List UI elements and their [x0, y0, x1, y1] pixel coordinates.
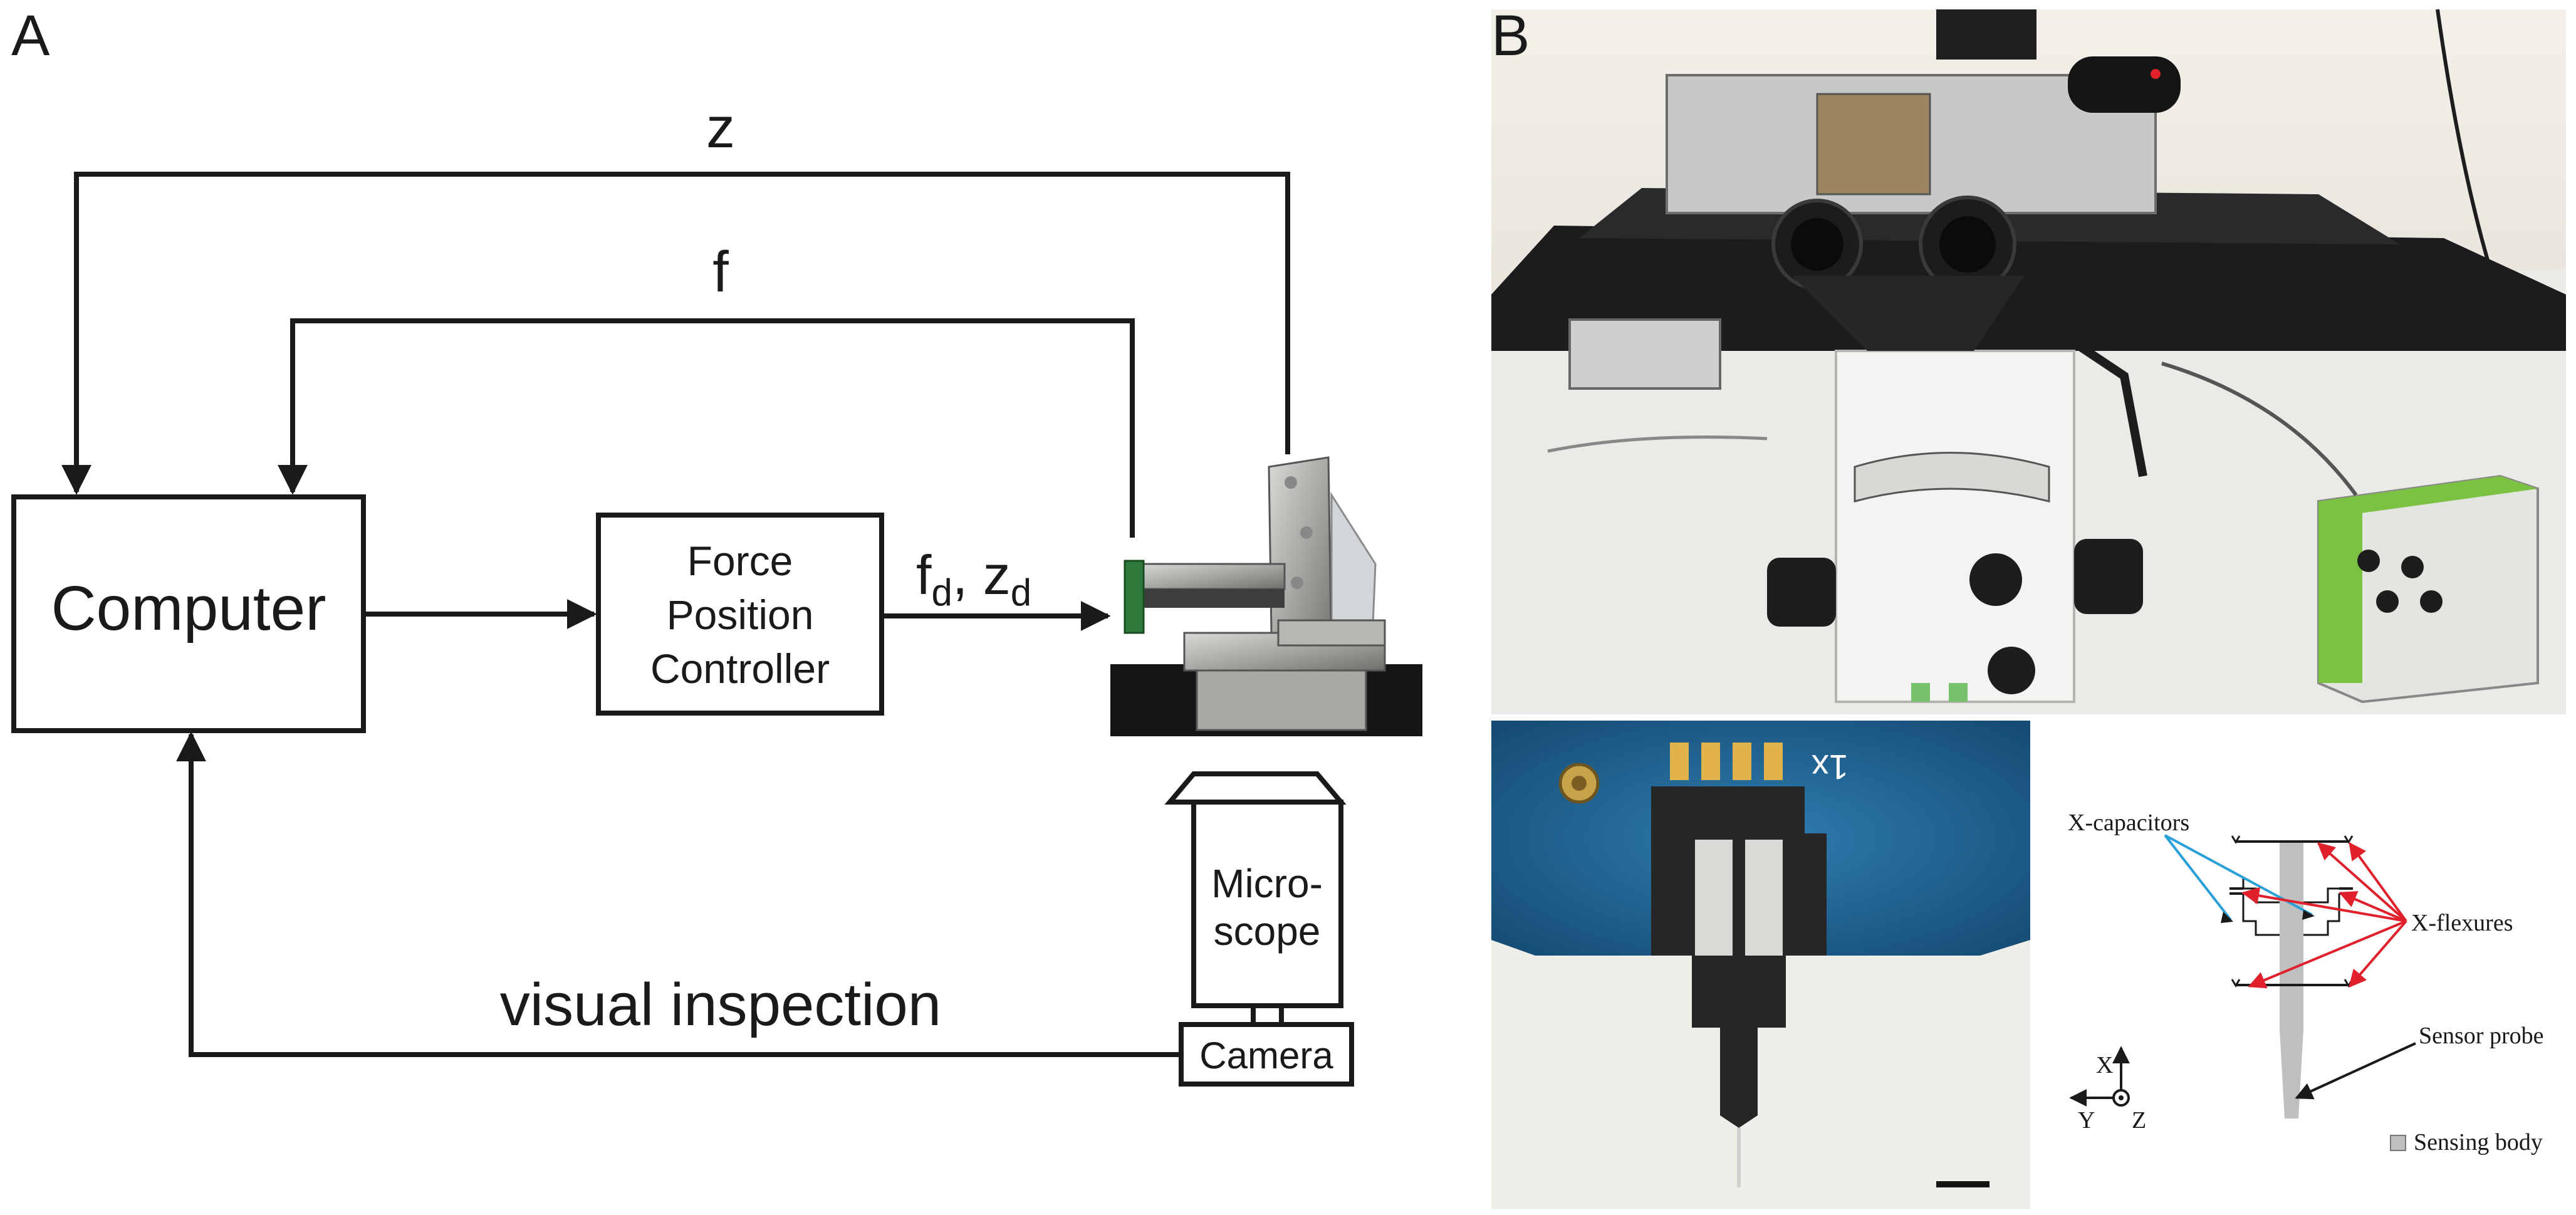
x-flexure-arrow-1	[2317, 842, 2407, 922]
sensing-body-label: Sensing body	[2414, 1129, 2543, 1155]
x-capacitors-leader-1	[2164, 834, 2232, 921]
x-flexure-arrow-3	[2241, 887, 2407, 922]
microscope-neck	[1251, 1003, 1284, 1027]
x-flexure-arrow-6	[2349, 920, 2407, 988]
panel-b: B 1x	[1491, 4, 2566, 1209]
axis-y-label: Y	[2078, 1107, 2095, 1134]
z-feedback-line	[61, 172, 1290, 495]
microscope-line-1: Micro-	[1211, 861, 1323, 906]
camera-box	[1179, 1022, 1354, 1087]
panel-a-label: A	[11, 4, 50, 68]
command-f: f	[916, 544, 932, 606]
controller-box	[596, 513, 884, 716]
controller-line-2: Position	[667, 592, 814, 638]
signal-z-label: z	[706, 96, 735, 160]
setup-photo	[1491, 9, 2566, 714]
stage-photo	[1110, 456, 1422, 736]
sensing-body-shape	[2280, 842, 2303, 1030]
x-flexure-arrow-2	[2349, 842, 2407, 922]
x-flexure-arrow-5	[2248, 920, 2407, 989]
microscope-body	[1191, 800, 1343, 1008]
f-feedback-line	[278, 318, 1135, 538]
sensor-schematic: X-capacitors X-flexures Sensor probe Sen…	[2068, 810, 2543, 1155]
axis-x-label: X	[2096, 1052, 2113, 1078]
command-sub-d2: d	[1011, 571, 1031, 613]
x-capacitors-label: X-capacitors	[2068, 810, 2189, 836]
signal-f-label: f	[712, 240, 729, 304]
computer-box	[11, 494, 366, 733]
sensor-probe-shape	[2280, 1030, 2303, 1119]
command-sep: , z	[952, 544, 1011, 606]
controller-line-3: Controller	[650, 645, 830, 692]
camera-label: Camera	[1199, 1035, 1333, 1077]
visual-inspection-line	[176, 731, 1181, 1057]
panel-a: A z f Computer Force Position Controller…	[11, 4, 1422, 1087]
microscope-line-2: scope	[1214, 909, 1321, 954]
sensing-body-legend-swatch	[2390, 1135, 2406, 1151]
sensor-probe-leader	[2295, 1042, 2416, 1100]
panel-b-label: B	[1491, 4, 1530, 68]
microscope-top	[1164, 771, 1347, 805]
x-flexures-label: X-flexures	[2411, 910, 2513, 936]
axis-z-label: Z	[2132, 1107, 2146, 1134]
x-flexure-arrow-4	[2339, 891, 2407, 922]
computer-label: Computer	[51, 573, 326, 644]
svg-text:1x: 1x	[1812, 748, 1849, 787]
command-sub-d1: d	[931, 571, 952, 613]
sensor-probe-label: Sensor probe	[2419, 1023, 2543, 1049]
sensor-photo: 1x	[1491, 721, 2030, 1209]
visual-inspection-label: visual inspection	[500, 971, 941, 1038]
command-label: fd, zd	[916, 544, 1031, 613]
controller-line-1: Force	[687, 538, 793, 584]
